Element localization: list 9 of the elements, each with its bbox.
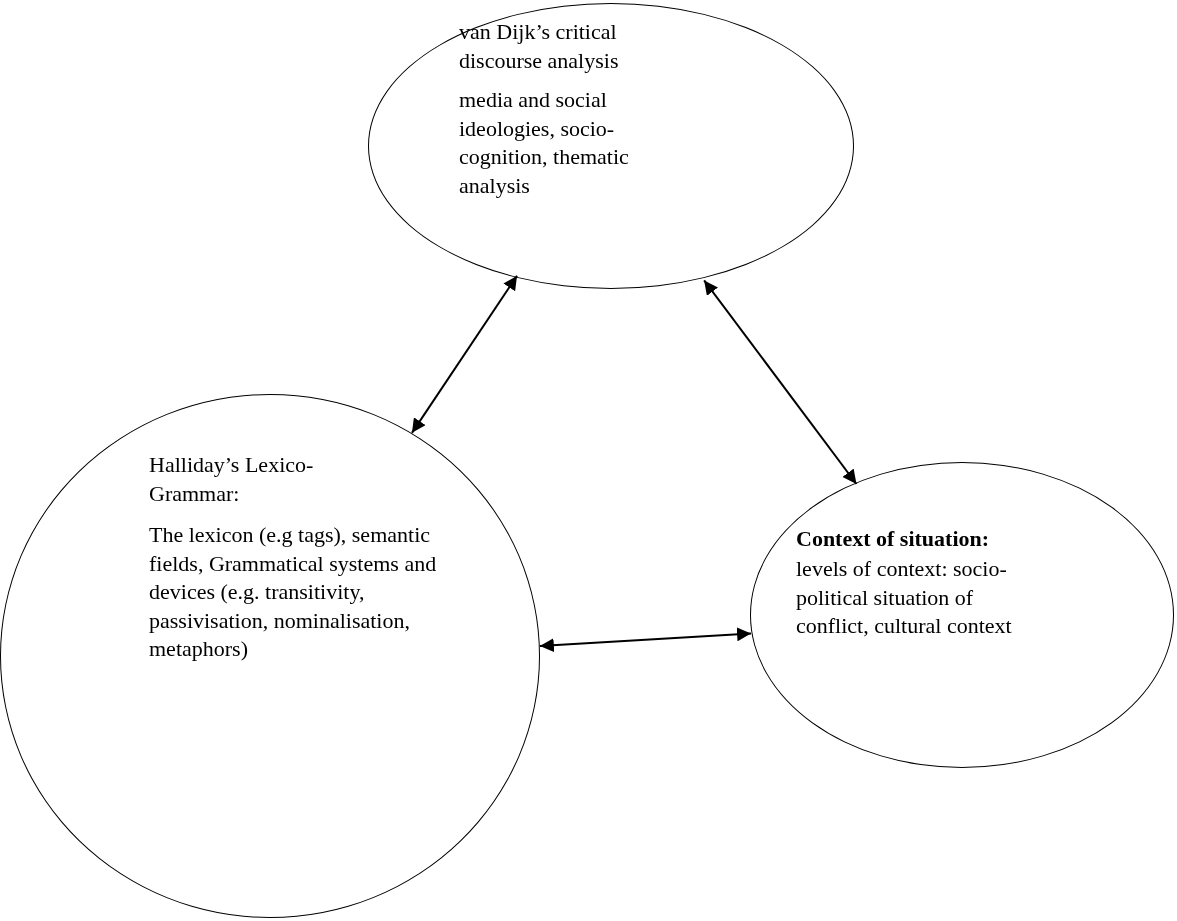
node-text: media and social ideologies, socio-cognition, thematic analysis [459,86,630,200]
double-arrow [410,274,519,434]
node-text: The lexicon (e.g tags), semantic fields, Grammatical systems and devices (e.g. transitivity, passivisation, nominalisation, metaphors) [149,521,438,664]
node-heading: Context of situation: [796,525,991,553]
node-heading: Halliday’s Lexico-Grammar: [149,451,315,508]
double-arrow [703,279,858,485]
double-arrow [538,627,753,653]
node-heading: van Dijk’s critical discourse analysis [459,18,620,75]
node-text: levels of context: socio-political situation of conflict, cultural context [796,555,1013,641]
